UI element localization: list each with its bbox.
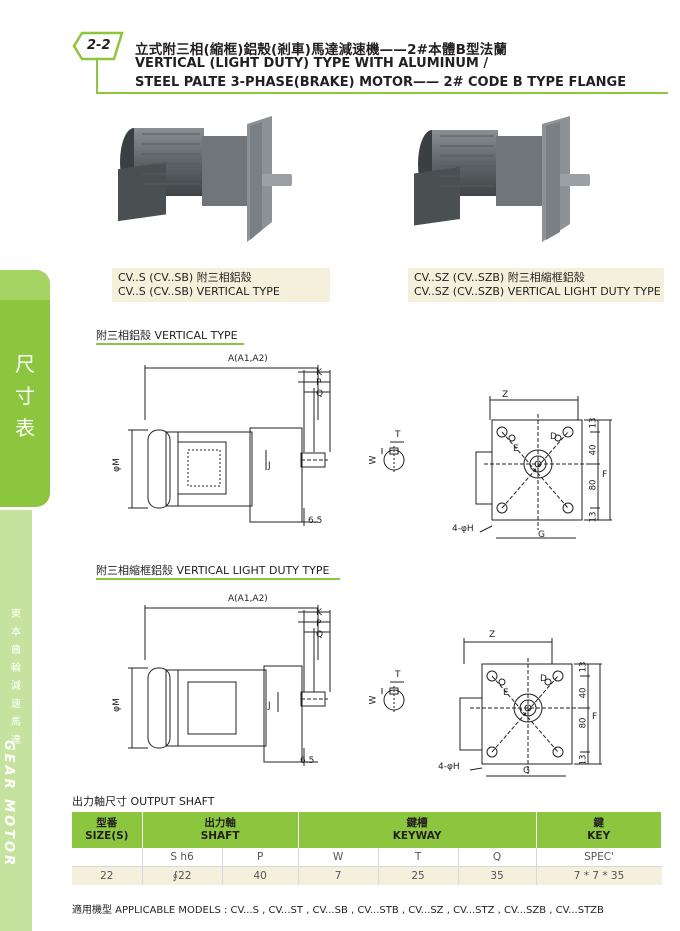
dim-label-p: P — [316, 378, 322, 388]
table-cell: W — [298, 848, 379, 867]
key-section-drawing-light-duty — [381, 681, 405, 714]
dim-label-gap: 6.5 — [300, 756, 315, 766]
dim-label-j: J — [268, 701, 271, 711]
dim-label-m: φM — [111, 458, 122, 472]
dim-label-13-bottom: 13 — [578, 754, 589, 766]
page-title-zh: 立式附三相(縮框)鋁殼(剎車)馬達減速機——2#本體B型法蘭 — [135, 42, 508, 58]
dim-label-q: Q — [316, 389, 324, 399]
dim-label-13-bottom: 13 — [588, 511, 599, 523]
table-row: 22 ∮22 40 7 25 35 7 * 7 * 35 — [72, 866, 662, 885]
table-cell: 25 — [378, 866, 459, 885]
table-cell: ∮22 — [142, 866, 223, 885]
drawing-heading-rule — [96, 343, 244, 345]
sidebar-tab — [0, 270, 50, 507]
dim-label-d: D — [540, 674, 547, 684]
sidebar-tab-label: 尺 寸 表 — [15, 352, 35, 440]
dim-label-m: φM — [111, 698, 122, 712]
output-shaft-heading: 出力軸尺寸 OUTPUT SHAFT — [72, 795, 215, 808]
flange-front-view-light-duty — [459, 638, 602, 777]
drawing-heading-light-duty: 附三相縮框鋁殼 VERTICAL LIGHT DUTY TYPE — [96, 564, 330, 577]
product-caption-light-duty: CV..SZ (CV..SZB) 附三相縮框鋁殼 CV..SZ (CV..SZB… — [408, 268, 664, 302]
dim-label-h: 4-φH — [452, 524, 474, 534]
key-section-drawing — [381, 441, 405, 474]
dim-label-80: 80 — [588, 479, 599, 491]
dim-label-13-top: 13 — [588, 417, 599, 429]
dim-label-j: J — [268, 461, 271, 471]
table-cell: 7 * 7 * 35 — [536, 866, 662, 885]
dim-label-13-top: 13 — [578, 661, 589, 673]
table-cell: 40 — [222, 866, 299, 885]
side-view-drawing — [128, 365, 331, 526]
table-cell: Q — [458, 848, 537, 867]
table-cell: 22 — [72, 866, 143, 885]
dim-label-z: Z — [502, 390, 509, 400]
table-cell: 35 — [458, 866, 537, 885]
table-cell: T — [378, 848, 459, 867]
section-number: 2-2 — [87, 38, 111, 53]
sidebar-tab-cap — [0, 270, 50, 300]
flange-front-view — [475, 396, 612, 539]
dim-label-h: 4-φH — [438, 762, 460, 772]
dim-label-k: K — [316, 368, 322, 378]
applicable-models: 適用機型 APPLICABLE MODELS : CV...S , CV...S… — [72, 905, 604, 916]
page-title-en-1: VERTICAL (LIGHT DUTY) TYPE WITH ALUMINUM… — [135, 56, 489, 71]
dim-label-a: A(A1,A2) — [228, 354, 268, 364]
header-rule — [96, 92, 668, 94]
dim-label-t: T — [395, 430, 401, 440]
dim-label-a: A(A1,A2) — [228, 594, 268, 604]
dim-label-w: W — [368, 455, 379, 465]
dim-label-z: Z — [489, 630, 496, 640]
dim-label-f: F — [602, 470, 608, 480]
table-cell: 7 — [298, 866, 379, 885]
table-cell — [72, 848, 143, 867]
sidebar-company-en: GEAR MOTOR — [1, 740, 16, 869]
dim-label-q: Q — [316, 630, 324, 640]
product-caption-vertical: CV..S (CV..SB) 附三相鋁殼 CV..S (CV..SB) VERT… — [112, 268, 330, 302]
dim-label-p: P — [316, 619, 322, 629]
page-title-en-2: STEEL PALTE 3-PHASE(BRAKE) MOTOR—— 2# CO… — [135, 75, 627, 90]
dim-label-w: W — [368, 695, 379, 705]
dim-label-gap: 6.5 — [308, 516, 323, 526]
table-cell: P — [222, 848, 299, 867]
table-subheader-row: S h6 P W T Q SPEC' — [72, 848, 662, 867]
dim-label-f: F — [592, 712, 598, 722]
sidebar-company-zh: 東 本 齒 輪 減 速 馬 達 — [11, 609, 21, 746]
dim-label-g: G — [538, 530, 545, 540]
header-rule-vertical — [96, 60, 98, 94]
product-photo-light-duty — [414, 116, 590, 242]
dim-label-t: T — [395, 670, 401, 680]
dim-label-e: E — [503, 688, 509, 698]
drawing-heading-vertical: 附三相鋁殼 VERTICAL TYPE — [96, 329, 238, 342]
dim-label-40: 40 — [578, 687, 589, 699]
dim-label-e: E — [513, 444, 519, 454]
section-badge — [72, 31, 124, 61]
dim-label-80: 80 — [578, 717, 589, 729]
table-cell: SPEC' — [536, 848, 662, 867]
sidebar-band — [0, 510, 32, 931]
dim-label-40: 40 — [588, 444, 599, 456]
dim-label-k: K — [316, 608, 322, 618]
dim-label-g: G — [523, 766, 530, 776]
side-view-drawing-light-duty — [128, 605, 331, 766]
table-cell: S h6 — [142, 848, 223, 867]
drawing-heading-rule — [96, 578, 340, 580]
product-photo-vertical — [118, 116, 292, 242]
dim-label-d: D — [550, 432, 557, 442]
